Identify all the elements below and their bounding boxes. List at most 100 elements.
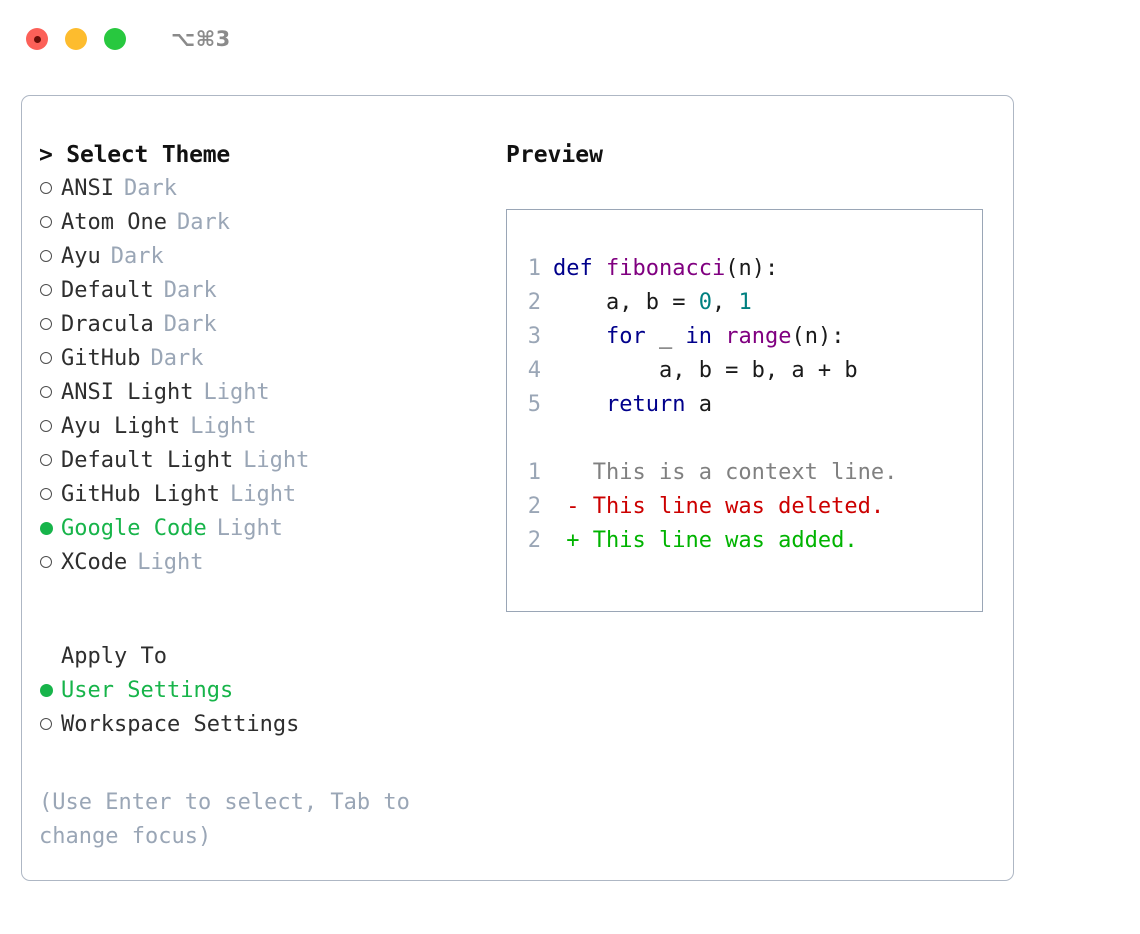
title-bar: ⌥⌘3 xyxy=(0,0,1140,78)
theme-option-label: XCode xyxy=(61,550,128,575)
code-token-num: 0 xyxy=(698,290,712,315)
theme-option-7[interactable]: Ayu Light Light xyxy=(39,410,487,444)
code-token-add: + This line was added. xyxy=(553,528,858,553)
code-token-num: 1 xyxy=(738,290,752,315)
code-token-plain xyxy=(712,324,725,349)
code-token-plain xyxy=(553,324,606,349)
line-number: 1 xyxy=(527,460,541,485)
theme-variant-label: Dark xyxy=(150,346,204,371)
code-token-plain: a xyxy=(685,392,712,417)
code-line: 5 return a xyxy=(507,388,982,422)
code-token-plain: (n): xyxy=(725,256,779,281)
code-token-kw: in xyxy=(685,324,712,349)
code-token-kw: for xyxy=(605,324,646,349)
select-theme-heading: > Select Theme xyxy=(39,142,231,168)
code-line-content: for _ in range(n): xyxy=(553,320,844,354)
code-token-plain: (n): xyxy=(791,324,845,349)
code-line-content: This is a context line. xyxy=(553,456,898,490)
theme-variant-label: Light xyxy=(137,550,204,575)
line-number: 3 xyxy=(527,324,541,349)
close-button[interactable] xyxy=(26,28,48,50)
apply-to-heading: Apply To xyxy=(61,644,167,669)
code-line: 2 - This line was deleted. xyxy=(507,490,982,524)
line-number: 2 xyxy=(527,494,541,519)
code-token-plain: _ xyxy=(645,324,686,349)
code-token-ctx: This is a context line. xyxy=(553,460,898,485)
theme-option-label: ANSI xyxy=(61,176,114,201)
theme-variant-label: Dark xyxy=(163,278,217,303)
apply-to-option-1[interactable]: Workspace Settings xyxy=(39,708,487,742)
maximize-button[interactable] xyxy=(104,28,126,50)
theme-variant-label: Dark xyxy=(123,176,177,201)
line-number: 4 xyxy=(527,358,541,383)
theme-variant-label: Dark xyxy=(110,244,164,269)
code-line: 2 + This line was added. xyxy=(507,524,982,558)
code-line xyxy=(507,422,982,456)
code-token-plain: a, b = b, a + b xyxy=(553,358,858,383)
code-line-content: return a xyxy=(553,388,712,422)
line-number: 1 xyxy=(527,256,541,281)
theme-option-label: ANSI Light xyxy=(61,380,194,405)
theme-option-label: GitHub Light xyxy=(61,482,220,507)
code-line: 3 for _ in range(n): xyxy=(507,320,982,354)
theme-option-9[interactable]: GitHub Light Light xyxy=(39,478,487,512)
theme-variant-label: Light xyxy=(216,516,283,541)
apply-to-option-label: Workspace Settings xyxy=(61,712,300,737)
theme-option-10[interactable]: Google Code Light xyxy=(39,512,487,546)
theme-option-label: GitHub xyxy=(61,346,141,371)
theme-option-label: Ayu xyxy=(61,244,101,269)
keyboard-shortcut-label: ⌥⌘3 xyxy=(171,27,231,51)
theme-option-6[interactable]: ANSI Light Light xyxy=(39,376,487,410)
theme-option-11[interactable]: XCode Light xyxy=(39,546,487,580)
theme-option-1[interactable]: Atom One Dark xyxy=(39,206,487,240)
code-token-plain: a, b = xyxy=(553,290,699,315)
code-token-fn: fibonacci xyxy=(605,256,726,281)
theme-option-label: Ayu Light xyxy=(61,414,181,439)
theme-option-label: Dracula xyxy=(61,312,154,337)
code-line: 4 a, b = b, a + b xyxy=(507,354,982,388)
theme-variant-label: Dark xyxy=(176,210,230,235)
code-line: 1 This is a context line. xyxy=(507,456,982,490)
theme-option-8[interactable]: Default Light Light xyxy=(39,444,487,478)
theme-variant-label: Light xyxy=(190,414,257,439)
code-line-content: - This line was deleted. xyxy=(553,490,884,524)
code-token-kw: return xyxy=(605,392,686,417)
theme-option-label: Default xyxy=(61,278,154,303)
code-token-plain xyxy=(553,392,606,417)
line-number: 2 xyxy=(527,290,541,315)
code-token-del: - This line was deleted. xyxy=(553,494,885,519)
theme-option-label: Google Code xyxy=(61,516,207,541)
code-line-content: a, b = b, a + b xyxy=(553,354,858,388)
code-token-plain: , xyxy=(711,290,739,315)
theme-option-3[interactable]: Default Dark xyxy=(39,274,487,308)
theme-variant-label: Dark xyxy=(163,312,217,337)
theme-option-label: Default Light xyxy=(61,448,234,473)
theme-variant-label: Light xyxy=(243,448,310,473)
code-line: 2 a, b = 0, 1 xyxy=(507,286,982,320)
theme-option-label: Atom One xyxy=(61,210,167,235)
preview-heading: Preview xyxy=(506,142,603,168)
traffic-light-group xyxy=(26,28,126,50)
theme-variant-label: Light xyxy=(203,380,270,405)
code-line: 1 def fibonacci(n): xyxy=(507,252,982,286)
minimize-button[interactable] xyxy=(65,28,87,50)
theme-option-4[interactable]: Dracula Dark xyxy=(39,308,487,342)
code-line-content: def fibonacci(n): xyxy=(553,252,778,286)
theme-option-0[interactable]: ANSI Dark xyxy=(39,172,487,206)
theme-variant-label: Light xyxy=(229,482,297,507)
theme-option-2[interactable]: Ayu Dark xyxy=(39,240,487,274)
apply-to-option-label: User Settings xyxy=(61,678,234,703)
code-line-content: a, b = 0, 1 xyxy=(553,286,752,320)
theme-option-5[interactable]: GitHub Dark xyxy=(39,342,487,376)
apply-to-option-0[interactable]: User Settings xyxy=(39,674,487,708)
code-token-kw: def xyxy=(553,256,606,281)
line-number: 2 xyxy=(527,528,541,553)
keyboard-hint-text: (Use Enter to select, Tab to change focu… xyxy=(39,790,424,849)
